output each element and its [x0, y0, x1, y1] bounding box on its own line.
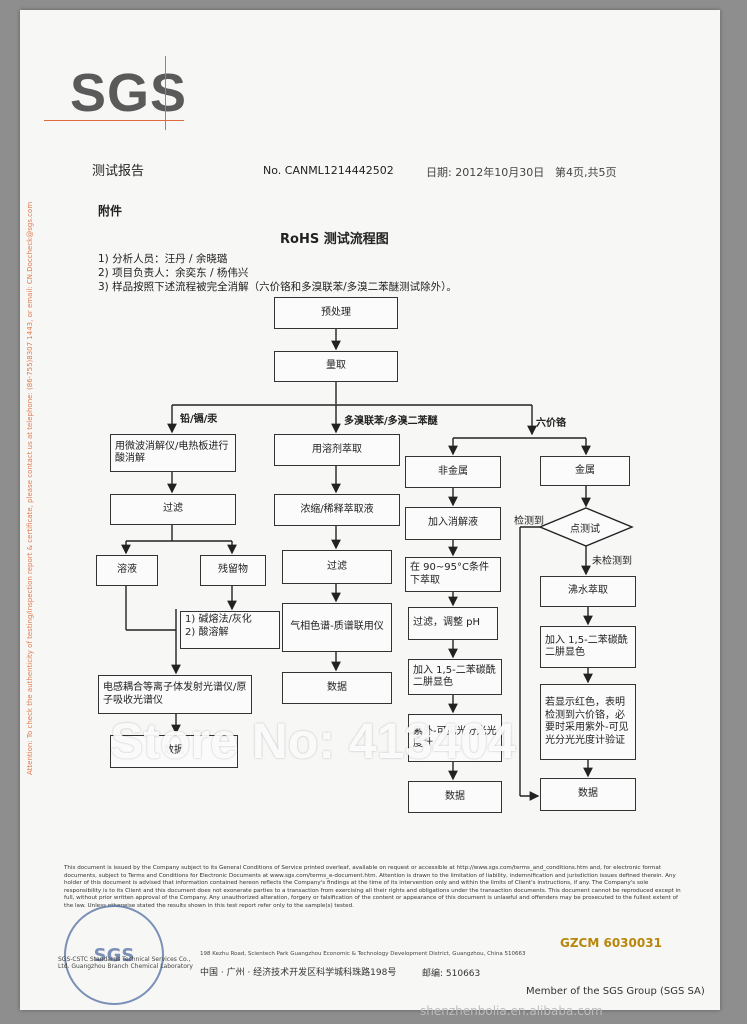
address-english: 198 Kezhu Road, Scientech Park Guangzhou… [200, 951, 526, 957]
postcode: 邮编: 510663 [422, 969, 481, 979]
branch-label-metals: 铅/镉/汞 [180, 414, 218, 425]
report-date: 日期: 2012年10月30日 [426, 166, 545, 179]
report-number: No. CANML1214442502 [263, 164, 394, 177]
step-gc-ms: 气相色谱-质谱联用仪 [282, 603, 392, 652]
site-watermark: shenzhenbolia.en.alibaba.com [420, 1004, 603, 1018]
step-boiling-water-extraction: 沸水萃取 [540, 576, 636, 607]
residue-step-text: 2) 酸溶解 [185, 626, 229, 638]
step-data-cr6-metal: 数据 [540, 778, 636, 811]
step-data-cr6-nonmetal: 数据 [408, 781, 502, 813]
section-title: 附件 [98, 204, 123, 218]
logo-rule-horizontal [44, 120, 184, 121]
step-concentrate-dilute: 浓缩/稀释萃取液 [274, 494, 400, 526]
branch-label-cr6: 六价铬 [536, 418, 566, 429]
step-solvent-extraction: 用溶剂萃取 [274, 434, 400, 466]
step-weighing: 量取 [274, 351, 398, 382]
step-pretreatment: 预处理 [274, 297, 398, 329]
address-chinese: 中国 · 广州 · 经济技术开发区科学城科珠路198号 [200, 968, 397, 978]
label-detected: 检测到 [514, 516, 544, 527]
step-icp-aas: 电感耦合等离子体发射光谱仪/原子吸收光谱仪 [98, 675, 252, 714]
sgs-logo: SGS [70, 63, 188, 123]
step-solution: 溶液 [96, 555, 158, 586]
step-uv-vis: 紫外-可见光分光光度计 [408, 714, 502, 762]
step-add-diphenylcarbazide: 加入 1,5-二苯碳酰二肼显色 [408, 659, 502, 695]
note-line: 1) 分析人员：汪丹 / 余晓璐 [98, 253, 228, 265]
step-extract-90-95c: 在 90~95°C条件下萃取 [405, 557, 501, 592]
step-filter-adjust-ph: 过滤，调整 pH [408, 607, 498, 640]
branch-label-pbb-pbde: 多溴联苯/多溴二苯醚 [344, 416, 438, 427]
company-seal: SGS [64, 905, 164, 1005]
note-line: 3) 样品按照下述流程被完全消解（六价铬和多溴联苯/多溴二苯醚测试除外）。 [98, 281, 457, 293]
step-metal: 金属 [540, 456, 630, 486]
label-not-detected: 未检测到 [592, 556, 632, 567]
report-title: 测试报告 [92, 164, 145, 179]
step-data-metals: 数据 [110, 735, 238, 768]
step-nonmetal: 非金属 [405, 456, 501, 488]
logo-rule-vertical [165, 56, 166, 130]
store-watermark: Store No: 413404 [110, 713, 516, 769]
step-add-diphenylcarbazide-metal: 加入 1,5-二苯碳酰二肼显色 [540, 626, 636, 668]
step-filter: 过滤 [110, 494, 236, 525]
flowchart-title: RoHS 测试流程图 [280, 232, 389, 247]
residue-step-text: 1) 碱熔法/灰化 [185, 614, 252, 625]
member-line: Member of the SGS Group (SGS SA) [526, 986, 705, 997]
step-add-digestion-solution: 加入消解液 [405, 507, 501, 540]
step-residue-treatment: 1) 碱熔法/灰化 2) 酸溶解 [180, 611, 280, 649]
step-residue: 残留物 [200, 555, 266, 586]
legal-footer-text: This document is issued by the Company s… [64, 865, 681, 909]
step-red-color-note: 若显示红色，表明检测到六价铬，必要时采用紫外-可见光分光光度计验证 [540, 684, 636, 760]
step-filter-pbb: 过滤 [282, 550, 392, 584]
step-data-pbb: 数据 [282, 672, 392, 704]
company-name: SGS-CSTC Standards Technical Services Co… [58, 956, 193, 970]
page-number: 第4页,共5页 [555, 166, 617, 179]
decision-spot-test: 点测试 [570, 524, 600, 535]
note-line: 2) 项目负责人：余奕东 / 杨伟兴 [98, 267, 249, 279]
step-acid-digestion: 用微波消解仪/电热板进行酸消解 [110, 434, 236, 472]
serial-number: GZCM 6030031 [560, 936, 662, 950]
